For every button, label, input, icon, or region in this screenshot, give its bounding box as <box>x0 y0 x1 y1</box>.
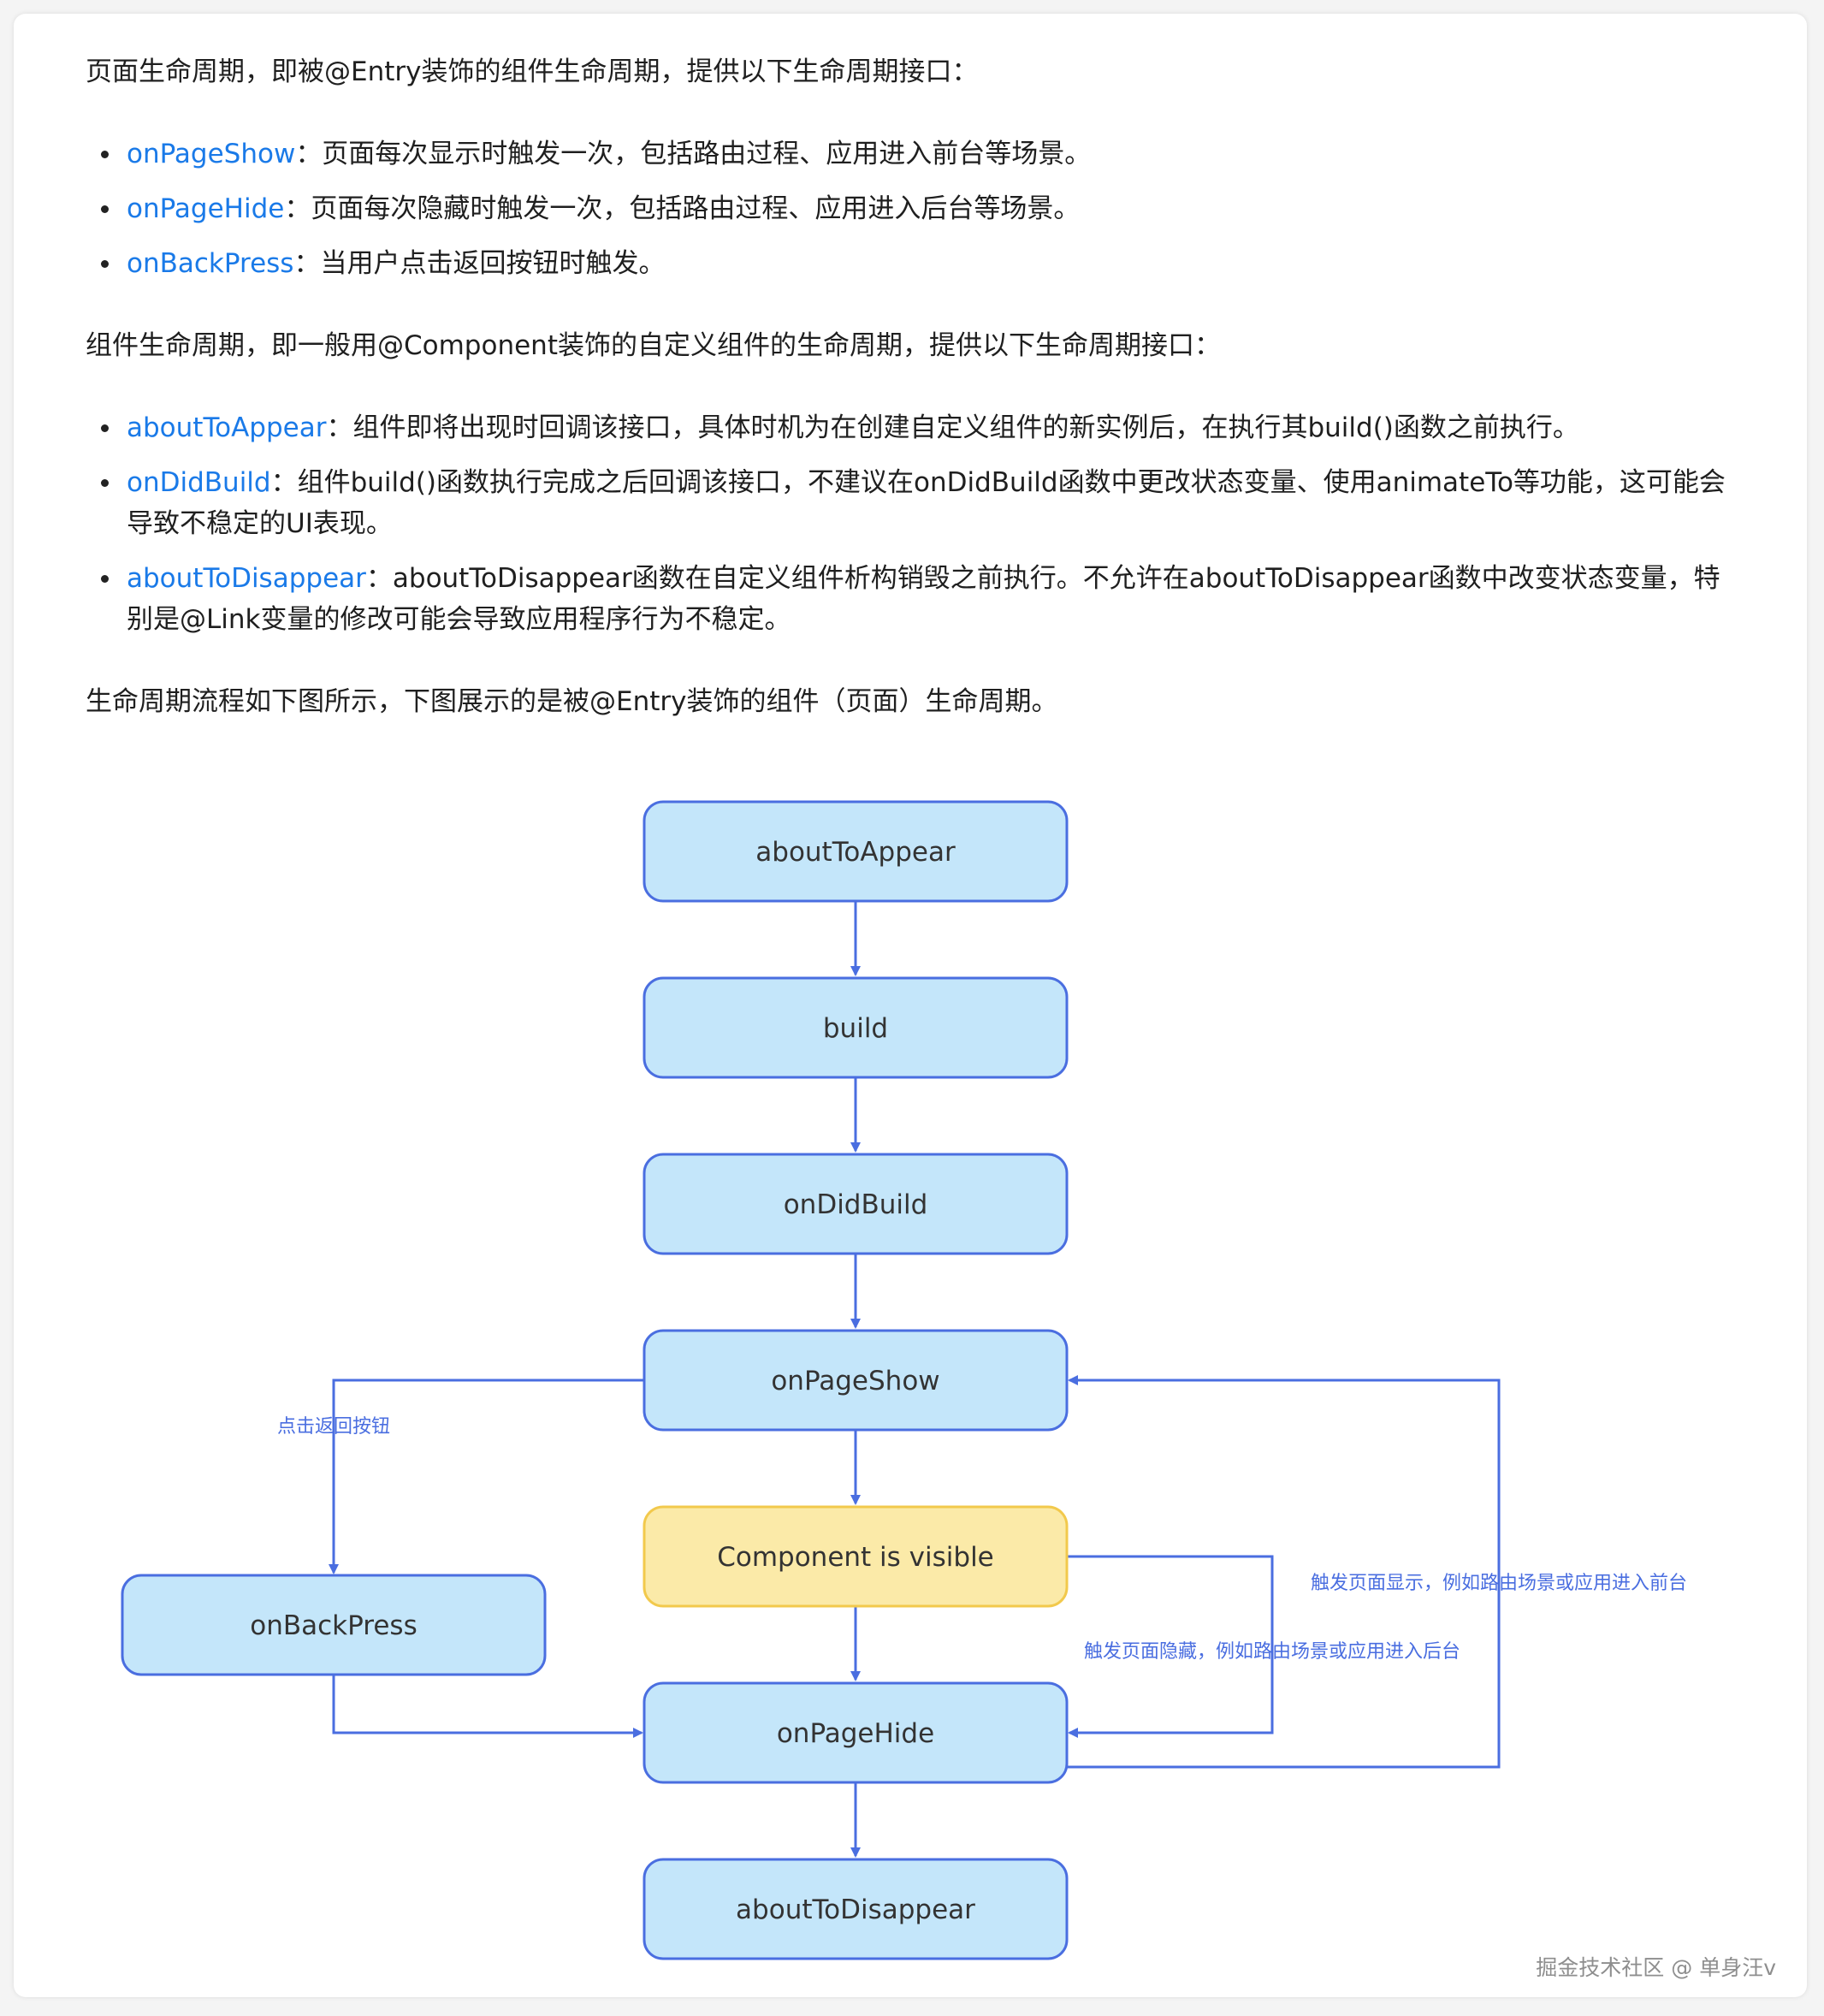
edge-label-back-button: 点击返回按钮 <box>277 1416 390 1438</box>
item-description: ：aboutToDisappear函数在自定义组件析构销毁之前执行。不允许在ab… <box>127 563 1720 635</box>
watermark: 掘金技术社区 @ 单身汪v <box>1536 1955 1776 1980</box>
node-label: aboutToAppear <box>755 837 956 868</box>
node-label: Component is visible <box>717 1542 994 1573</box>
paragraph-flow-intro: 生命周期流程如下图所示，下图展示的是被@Entry装饰的组件（页面）生命周期。 <box>86 686 1058 717</box>
edge-backpress-to-pagehide <box>332 1671 643 1738</box>
node-label: onPageHide <box>777 1718 934 1749</box>
node-build: build <box>643 976 1069 1079</box>
edge-label-trigger-show: 触发页面显示，例如路由场景或应用进入前台 <box>1311 1573 1687 1594</box>
bullet-icon <box>101 260 109 268</box>
edge-visible-to-pagehide-trigger <box>1067 1555 1274 1738</box>
bullet-icon <box>101 479 109 487</box>
list-item: onPageShow：页面每次显示时触发一次，包括路由过程、应用进入前台等场景。 <box>101 133 1735 175</box>
bullet-icon <box>101 205 109 213</box>
api-link-onpageshow[interactable]: onPageShow <box>127 139 296 169</box>
paragraph-page-lifecycle: 页面生命周期，即被@Entry装饰的组件生命周期，提供以下生命周期接口： <box>86 56 979 87</box>
bullet-icon <box>101 575 109 583</box>
node-label: onDidBuild <box>784 1189 928 1220</box>
node-label: aboutToDisappear <box>736 1894 975 1925</box>
item-description: ：当用户点击返回按钮时触发。 <box>293 248 666 279</box>
bullet-icon <box>101 151 109 158</box>
item-description: ：组件即将出现时回调该接口，具体时机为在创建自定义组件的新实例后，在执行其bui… <box>326 412 1579 443</box>
item-description: ：页面每次显示时触发一次，包括路由过程、应用进入前台等场景。 <box>295 139 1092 169</box>
node-component-visible: Component is visible <box>643 1505 1069 1608</box>
edge-label-trigger-hide: 触发页面隐藏，例如路由场景或应用进入后台 <box>1084 1641 1460 1663</box>
node-on-page-hide: onPageHide <box>643 1681 1069 1784</box>
list-item: onDidBuild：组件build()函数执行完成之后回调该接口，不建议在on… <box>101 462 1735 544</box>
paragraph-component-lifecycle: 组件生命周期，即一般用@Component装饰的自定义组件的生命周期，提供以下生… <box>86 330 1221 361</box>
item-description: ：页面每次隐藏时触发一次，包括路由过程、应用进入后台等场景。 <box>284 193 1081 224</box>
api-link-abouttoappear[interactable]: aboutToAppear <box>127 412 327 443</box>
list-item: onPageHide：页面每次隐藏时触发一次，包括路由过程、应用进入后台等场景。 <box>101 188 1735 229</box>
item-description: ：组件build()函数执行完成之后回调该接口，不建议在onDidBuild函数… <box>127 467 1726 539</box>
node-about-to-appear: aboutToAppear <box>643 800 1069 903</box>
node-label: onBackPress <box>250 1610 417 1641</box>
list-item: onBackPress：当用户点击返回按钮时触发。 <box>101 243 1735 284</box>
node-about-to-disappear: aboutToDisappear <box>643 1858 1069 1960</box>
node-label: build <box>823 1013 888 1044</box>
node-on-did-build: onDidBuild <box>643 1153 1069 1255</box>
api-link-ondidbuild[interactable]: onDidBuild <box>127 467 271 498</box>
api-link-onbackpress[interactable]: onBackPress <box>127 248 294 279</box>
edge-pagehide-to-pageshow-trigger <box>1067 1375 1501 1769</box>
edge-pageshow-to-backpress <box>329 1379 644 1574</box>
list-item: aboutToAppear：组件即将出现时回调该接口，具体时机为在创建自定义组件… <box>101 407 1735 448</box>
node-label: onPageShow <box>771 1366 939 1396</box>
list-item: aboutToDisappear：aboutToDisappear函数在自定义组… <box>101 558 1735 640</box>
api-link-abouttodisappear[interactable]: aboutToDisappear <box>127 563 366 594</box>
api-link-onpagehide[interactable]: onPageHide <box>127 193 285 224</box>
node-on-page-show: onPageShow <box>643 1329 1069 1432</box>
bullet-icon <box>101 424 109 432</box>
node-on-back-press: onBackPress <box>121 1574 547 1676</box>
